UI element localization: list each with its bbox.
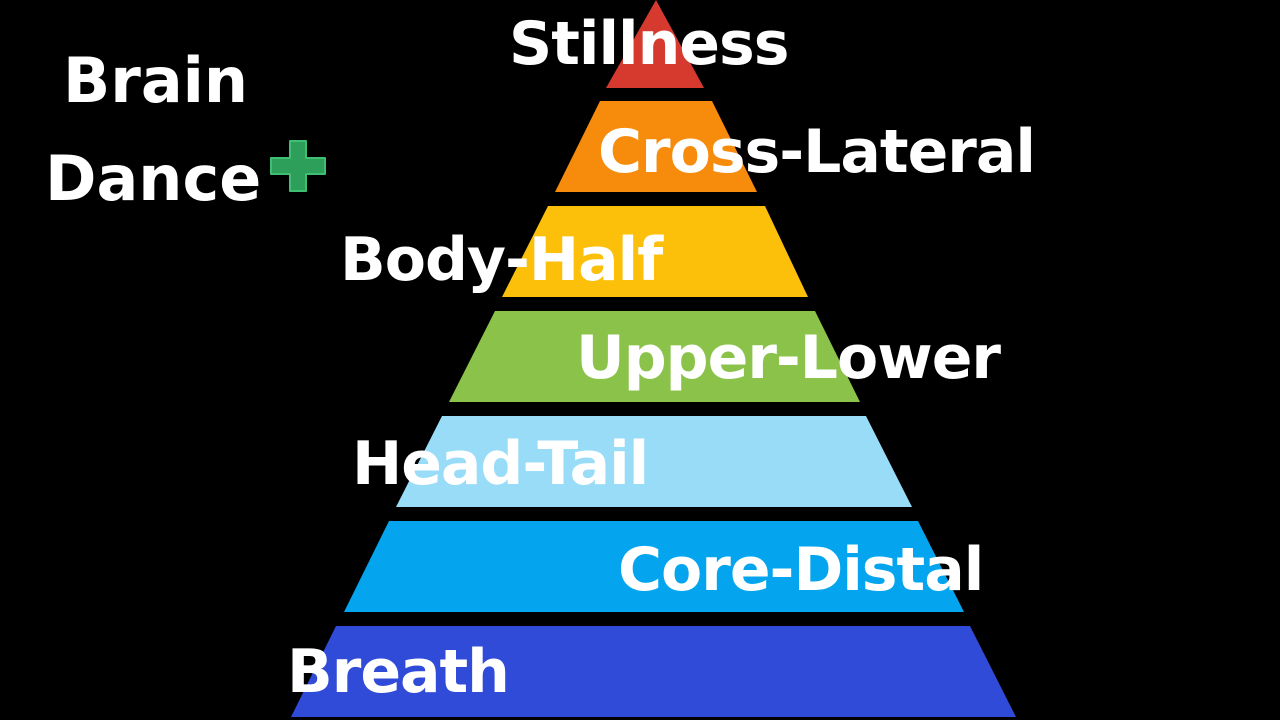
plus-icon [270,140,326,192]
layer-label-stillness: Stillness [509,9,789,79]
pyramid-layer-breath [291,626,1016,717]
layer-label-upper-lower: Upper-Lower [576,323,1001,393]
layer-label-head-tail: Head-Tail [352,429,649,499]
layer-label-core-distal: Core-Distal [618,535,984,605]
title-brain: Brain [63,44,249,117]
pyramid-layer-stillness [606,0,704,88]
pyramid-layer-core-distal [344,521,964,612]
layer-label-cross-lateral: Cross-Lateral [598,117,1036,187]
layer-label-body-half: Body-Half [340,225,663,295]
pyramid-layer-upper-lower [449,311,860,402]
pyramid-layer-head-tail [396,416,912,507]
pyramid-layer-body-half [502,206,808,297]
layer-label-breath: Breath [287,637,510,707]
title-dance: Dance [45,142,262,215]
pyramid-layer-cross-lateral [555,101,757,192]
